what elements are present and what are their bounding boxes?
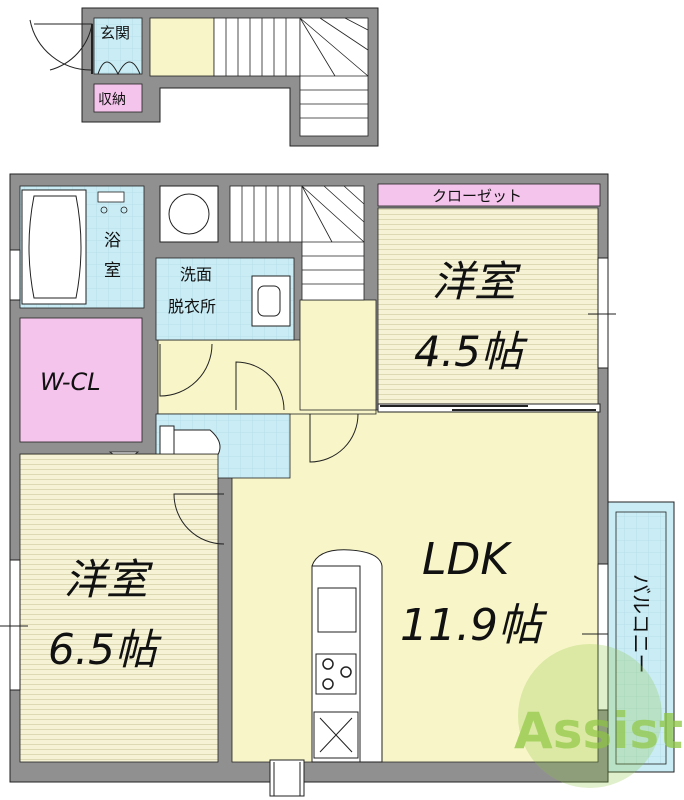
fridge-space-icon (313, 711, 359, 759)
entrance-door[interactable] (29, 19, 93, 74)
shower-icon (97, 191, 128, 214)
western-room-b-floor (19, 453, 219, 763)
western-room-b-name: 洋室 (64, 555, 153, 604)
ldk-name: LDK (422, 534, 512, 585)
window-bath (9, 249, 21, 301)
walk-in-closet-floor (19, 317, 143, 443)
kitchen-sink-icon (317, 587, 357, 633)
main-staircase (229, 185, 365, 301)
storage-floor (93, 83, 143, 113)
room-b-door[interactable] (173, 493, 225, 545)
western-room-a-size: 4.5帖 (414, 327, 528, 376)
window-left (0, 559, 28, 691)
entrance-label: 玄関 (100, 24, 130, 42)
washroom-label-2: 脱衣所 (168, 297, 216, 316)
main-floor: 浴 室 洗面 脱衣所 クローゼット 洋室 4.5帖 (0, 173, 620, 797)
western-room-a-floor (377, 207, 599, 405)
front-door[interactable] (269, 759, 305, 797)
upper-staircase (213, 17, 369, 137)
western-room-a-name: 洋室 (432, 257, 521, 306)
balcony: バルコニー (607, 501, 675, 773)
closet-label: クローゼット (432, 187, 522, 205)
washroom-label-1: 洗面 (180, 265, 212, 284)
upper-level: 玄関 収納 (29, 7, 379, 147)
stove-icon (315, 653, 357, 695)
window-room-a (588, 257, 616, 369)
wash-basin-icon (251, 275, 291, 327)
bath-label-1: 浴 (104, 231, 121, 251)
walk-in-closet-label: W-CL (40, 368, 101, 396)
hall-door[interactable] (309, 413, 359, 463)
svg-text:Assist: Assist (514, 702, 683, 760)
washroom-door[interactable] (159, 343, 213, 397)
toilet-door[interactable] (235, 361, 285, 411)
bathtub-icon (21, 189, 87, 305)
assist-logo: Assist (514, 644, 683, 788)
storage-label: 収納 (98, 92, 126, 108)
bath-label-2: 室 (104, 261, 121, 281)
ldk-size: 11.9帖 (400, 600, 548, 651)
landing-floor (149, 17, 215, 77)
western-room-b-size: 6.5帖 (48, 625, 162, 674)
closet-strip (377, 183, 601, 207)
washing-machine-icon (159, 185, 219, 243)
balcony-label: バルコニー (629, 574, 653, 674)
kitchen-counter (311, 549, 383, 763)
